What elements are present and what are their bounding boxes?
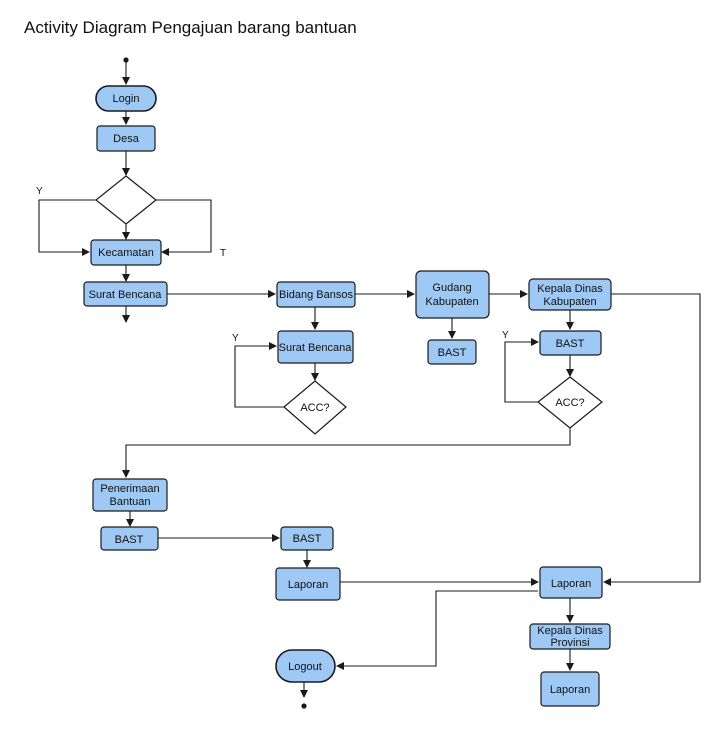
- node-penerimaan-label-1: Penerimaan: [100, 483, 159, 495]
- node-desa: Desa: [96, 125, 156, 152]
- diagram-title: Activity Diagram Pengajuan barang bantua…: [24, 18, 357, 37]
- node-bidang-bansos-label: Bidang Bansos: [279, 289, 353, 301]
- end-node: [301, 703, 307, 709]
- node-surat-bencana-2: Surat Bencana: [277, 330, 354, 364]
- node-bast-kadis-label: BAST: [556, 338, 585, 350]
- node-logout: Logout: [275, 649, 336, 683]
- decision-acc-2: [537, 376, 603, 429]
- node-penerimaan-label-2: Bantuan: [110, 496, 151, 508]
- node-logout-label: Logout: [288, 661, 322, 673]
- node-login: Login: [95, 85, 157, 112]
- node-bast-penerimaan-label: BAST: [115, 534, 144, 546]
- label-y-desa: Y: [36, 186, 43, 197]
- node-kadis-kab-label-2: Kabupaten: [543, 296, 596, 308]
- node-bast-penerimaan: BAST: [100, 526, 159, 551]
- node-gudang-label-2: Kabupaten: [425, 296, 478, 308]
- edge-acc2-y: [504, 338, 539, 403]
- node-laporan-3-label: Laporan: [550, 684, 590, 696]
- node-gudang-kabupaten: Gudang Kabupaten: [415, 270, 490, 319]
- node-laporan-2-label: Laporan: [551, 578, 591, 590]
- node-laporan-2: Laporan: [539, 566, 603, 599]
- node-kecamatan: Kecamatan: [90, 239, 162, 266]
- node-kepala-dinas-kabupaten: Kepala Dinas Kabupaten: [528, 278, 612, 311]
- node-kadis-prov-label-2: Provinsi: [550, 637, 589, 649]
- decision-acc-2-label: ACC?: [555, 397, 584, 409]
- node-kepala-dinas-provinsi: Kepala Dinas Provinsi: [529, 623, 611, 650]
- node-surat-bencana-1: Surat Bencana: [83, 281, 168, 307]
- node-desa-label: Desa: [113, 133, 140, 145]
- edge-kadis-laporan2: [603, 293, 701, 586]
- edge-decision-y: [38, 199, 96, 256]
- label-y-acc1: Y: [232, 333, 239, 344]
- node-bast-2: BAST: [280, 526, 334, 551]
- edge-decision-t: [156, 199, 212, 256]
- node-surat-bencana-2-label: Surat Bencana: [279, 342, 353, 354]
- node-kadis-kab-label-1: Kepala Dinas: [537, 283, 603, 295]
- node-bast-gudang: BAST: [427, 339, 477, 365]
- edge-laporan2-logout: [336, 590, 538, 670]
- node-bidang-bansos: Bidang Bansos: [276, 281, 356, 308]
- decision-desa: [95, 175, 157, 225]
- node-laporan-1-label: Laporan: [288, 579, 328, 591]
- node-bast-gudang-label: BAST: [438, 347, 467, 359]
- start-node: [123, 57, 129, 63]
- label-y-acc2: Y: [502, 330, 509, 341]
- node-kadis-prov-label-1: Kepala Dinas: [537, 625, 603, 637]
- label-t-desa: T: [220, 248, 226, 259]
- node-gudang-label-1: Gudang: [432, 282, 471, 294]
- node-bast-kadis: BAST: [539, 330, 602, 356]
- edge-acc2-penerimaan: [122, 428, 571, 478]
- edges: [38, 62, 701, 698]
- decision-acc-1-label: ACC?: [300, 402, 329, 414]
- node-laporan-1: Laporan: [275, 567, 341, 601]
- node-login-label: Login: [113, 93, 140, 105]
- node-surat-bencana-1-label: Surat Bencana: [89, 289, 163, 301]
- node-bast-2-label: BAST: [293, 533, 322, 545]
- node-laporan-3: Laporan: [540, 671, 600, 707]
- decision-acc-1: [283, 380, 347, 435]
- node-kecamatan-label: Kecamatan: [98, 247, 154, 259]
- node-penerimaan-bantuan: Penerimaan Bantuan: [92, 478, 168, 512]
- edge-acc1-y: [234, 342, 284, 408]
